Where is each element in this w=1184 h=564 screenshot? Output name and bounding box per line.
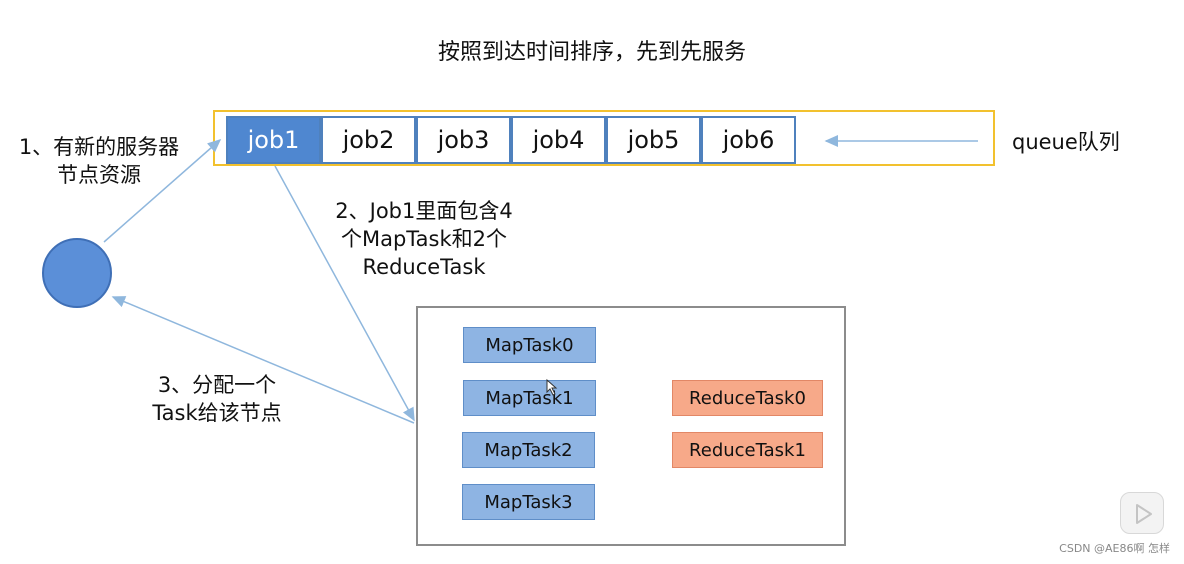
maptask-1: MapTask1: [463, 380, 596, 416]
step2-line1: 2、Job1里面包含4: [335, 199, 513, 223]
job-4: job4: [511, 116, 606, 164]
job-1: job1: [226, 116, 321, 164]
job-3: job3: [416, 116, 511, 164]
step1-line1: 1、有新的服务器: [18, 135, 180, 159]
step2-label: 2、Job1里面包含4 个MapTask和2个 ReduceTask: [314, 197, 534, 281]
queue-label: queue队列: [1012, 130, 1120, 154]
reducetask-0: ReduceTask0: [672, 380, 823, 416]
maptask-0: MapTask0: [463, 327, 596, 363]
job-2: job2: [321, 116, 416, 164]
step3-line1: 3、分配一个: [157, 373, 277, 397]
queue-frame: [213, 110, 995, 166]
job-to-tasks-arrow: [274, 165, 415, 422]
maptask-3: MapTask3: [462, 484, 595, 520]
job-6: job6: [701, 116, 796, 164]
node-to-queue-arrow: [103, 139, 222, 243]
step2-line3: ReduceTask: [362, 255, 486, 279]
step1-line2: 节点资源: [57, 163, 141, 187]
maptask-2: MapTask2: [462, 432, 595, 468]
diagram-title: 按照到达时间排序，先到先服务: [437, 40, 746, 65]
step1-label: 1、有新的服务器 节点资源: [6, 133, 192, 189]
step3-line2: Task给该节点: [152, 401, 282, 425]
watermark-text: CSDN @AE86啊 怎样: [1059, 542, 1170, 555]
play-icon: [1136, 504, 1152, 524]
cursor-icon: [546, 378, 558, 396]
step3-label: 3、分配一个 Task给该节点: [132, 371, 302, 427]
play-button[interactable]: [1120, 492, 1164, 534]
server-node-circle: [42, 238, 112, 308]
step2-line2: 个MapTask和2个: [340, 227, 507, 251]
job-5: job5: [606, 116, 701, 164]
task-pool-frame: [416, 306, 846, 546]
reducetask-1: ReduceTask1: [672, 432, 823, 468]
tasks-to-node-arrow: [111, 296, 415, 424]
